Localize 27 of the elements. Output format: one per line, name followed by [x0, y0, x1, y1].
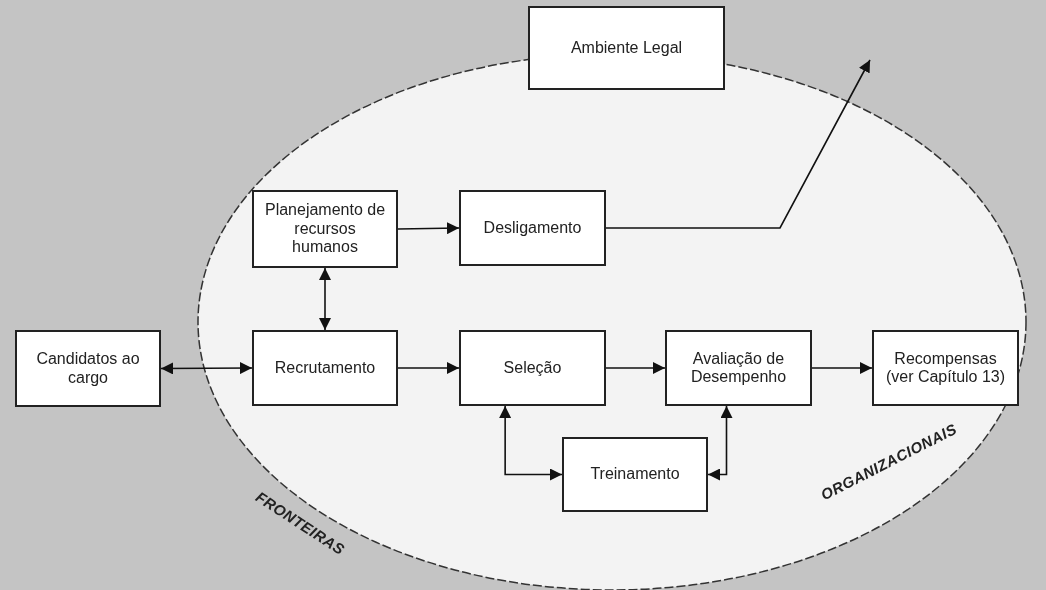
node-label: Planejamento de recursos humanos: [263, 200, 387, 258]
process-box: [459, 190, 606, 266]
process-box: [872, 330, 1019, 406]
node-label: Candidatos ao cargo: [35, 349, 141, 388]
arrow: [811, 362, 873, 374]
process-box: [528, 6, 725, 90]
arrow: [319, 267, 331, 331]
arrow: [160, 362, 253, 375]
process-box: [252, 190, 398, 268]
arrow: [707, 405, 733, 481]
node-label: Recompensas (ver Capítulo 13): [884, 348, 1007, 387]
process-box: [562, 437, 708, 512]
node-label: Seleção: [502, 357, 563, 378]
node-label: Treinamento: [589, 464, 681, 485]
node-label: Recrutamento: [273, 357, 377, 378]
process-box: [15, 330, 161, 407]
node-label: Ambiente Legal: [569, 37, 684, 58]
arrow: [397, 362, 460, 374]
arrow: [605, 362, 666, 374]
process-box: [252, 330, 398, 406]
process-box: [459, 330, 606, 406]
arrow: [605, 59, 871, 229]
process-box: [665, 330, 812, 406]
node-label: Desligamento: [482, 217, 583, 238]
node-label: Avaliação de Desempenho: [689, 348, 788, 387]
arrow: [397, 222, 460, 235]
arrow: [499, 405, 563, 481]
